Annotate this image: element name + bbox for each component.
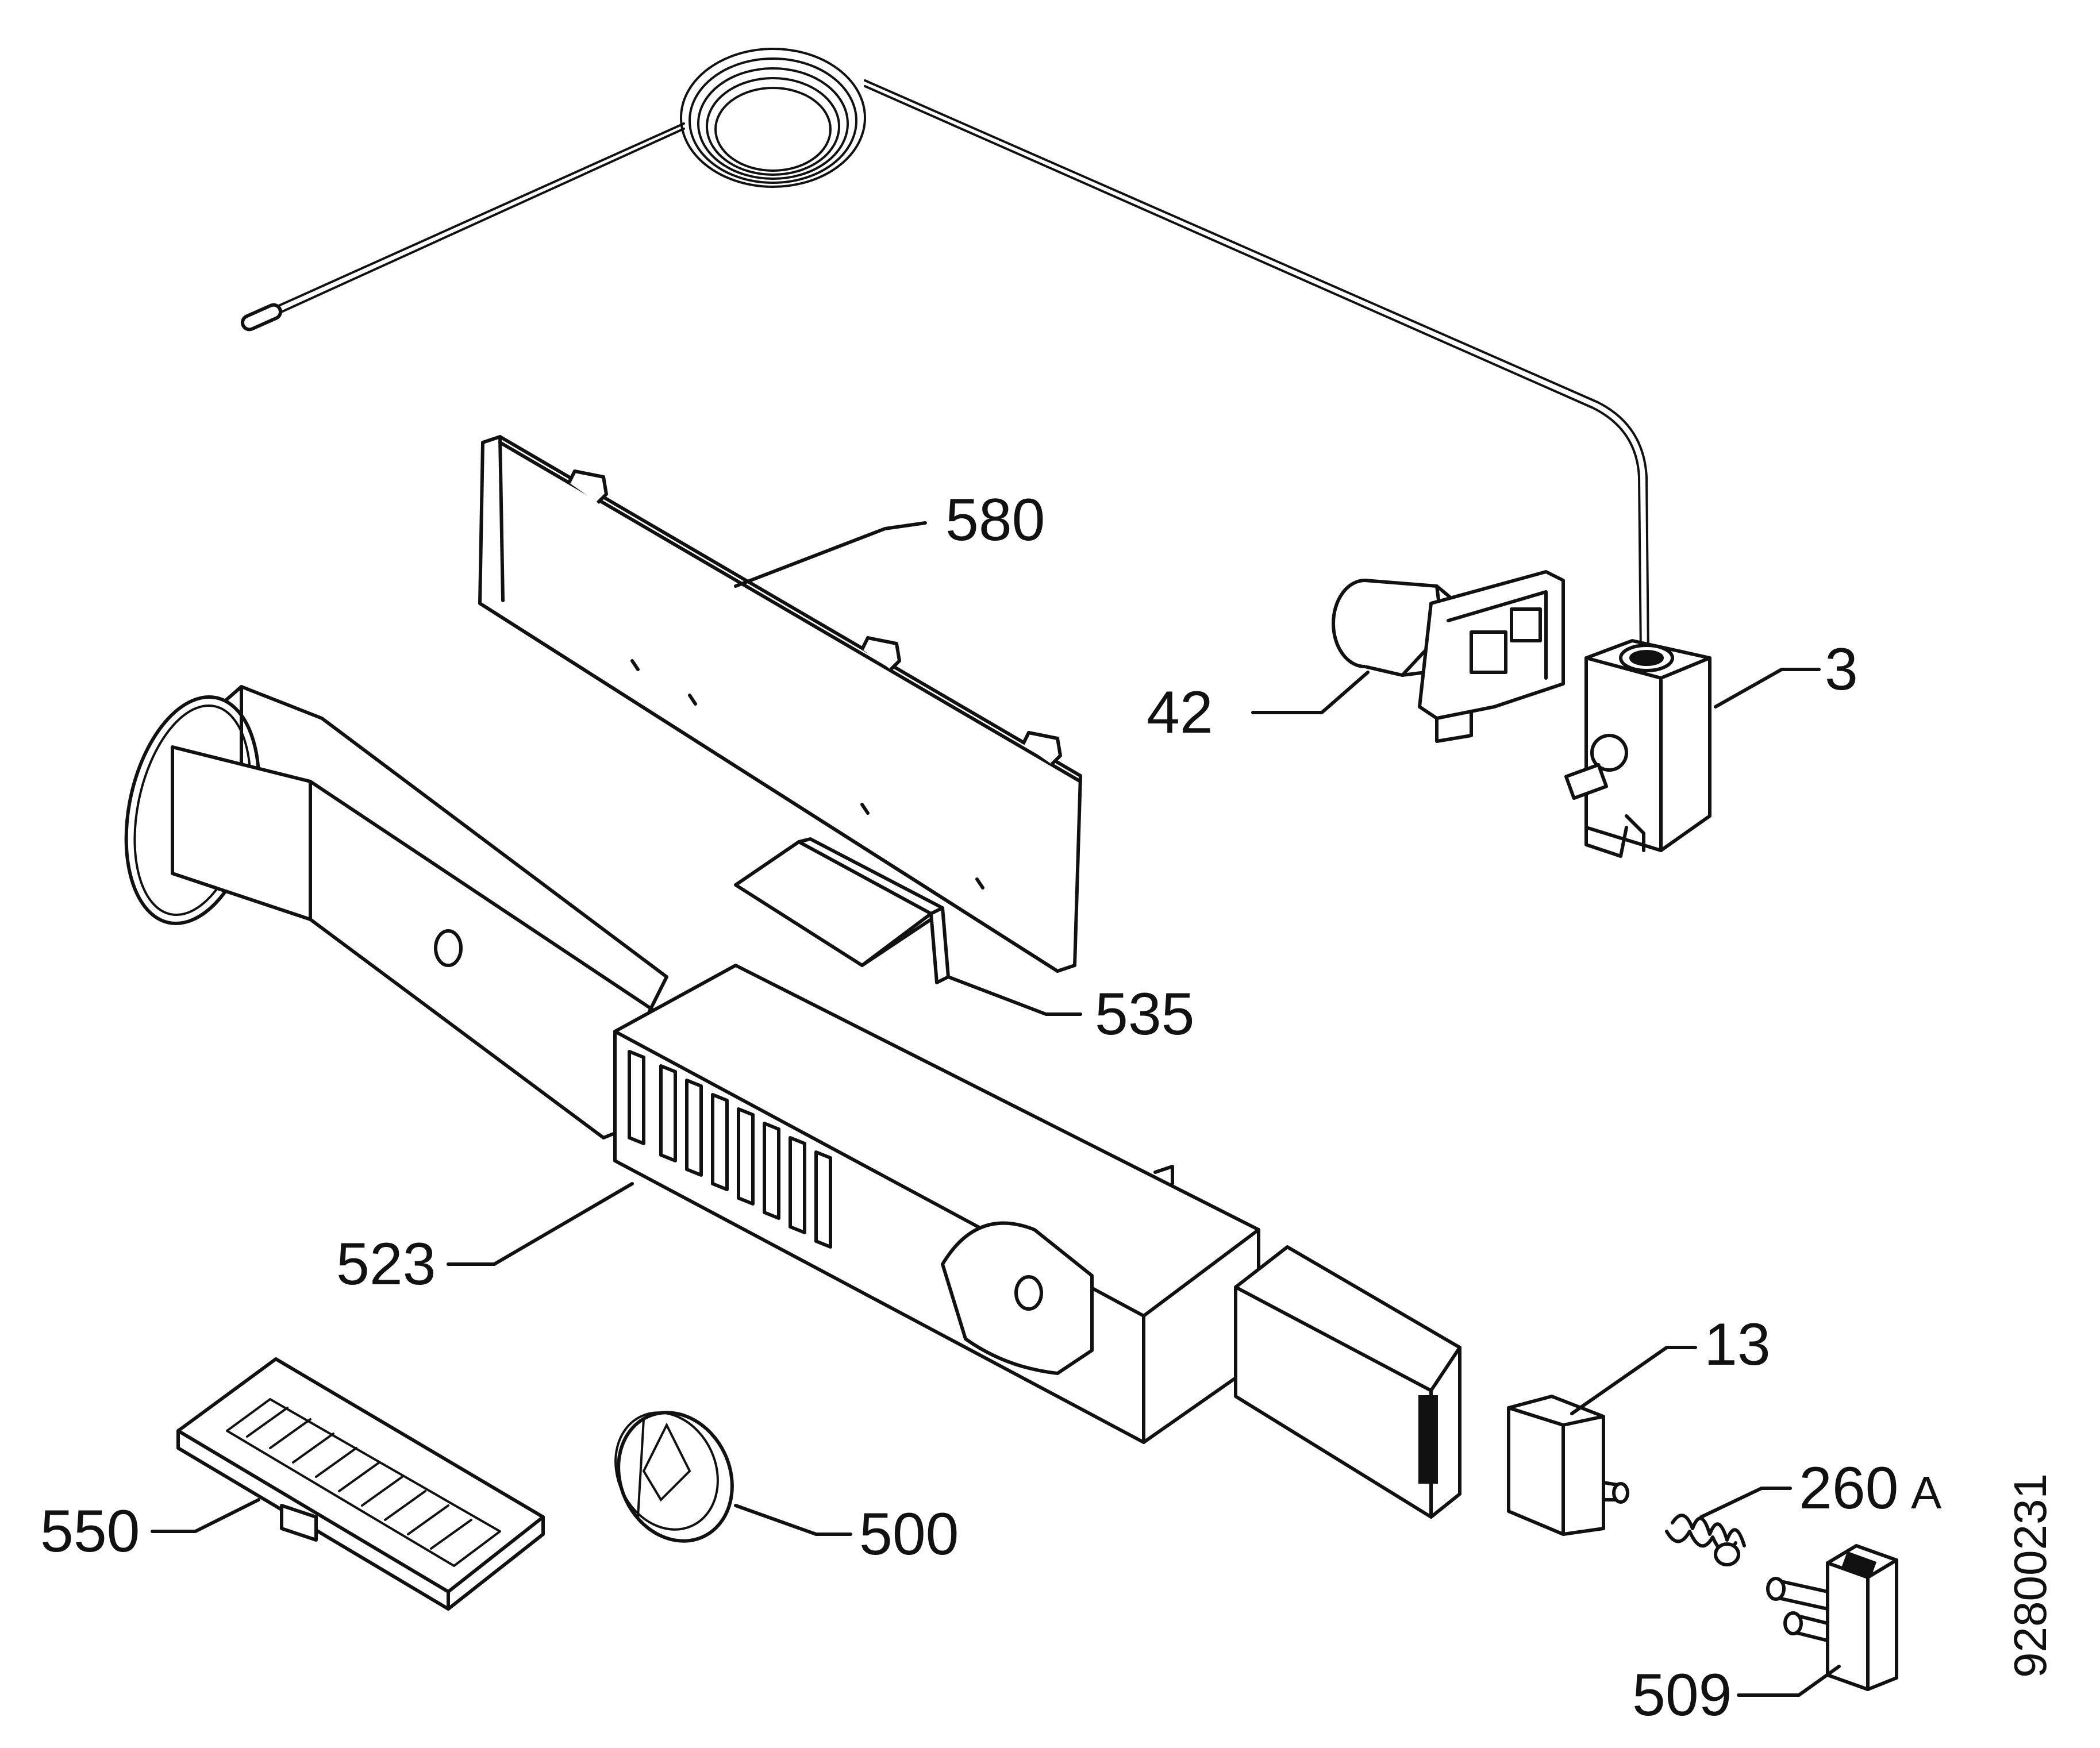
part-42-lamp-holder (1332, 570, 1565, 743)
part-580-cover-panel (478, 435, 1082, 973)
part-3-thermostat (240, 48, 1711, 858)
label-260: 260 (1799, 1455, 1899, 1522)
label-580: 580 (945, 487, 1045, 553)
label-523: 523 (336, 1231, 436, 1297)
part-500-knob (614, 1411, 734, 1543)
capillary-sensor-tube (255, 122, 685, 317)
capillary-line (864, 79, 1649, 656)
label-509: 509 (1632, 1662, 1732, 1728)
label-260-suffix: A (1911, 1467, 1942, 1518)
label-500: 500 (859, 1501, 959, 1568)
part-535-plate (734, 837, 950, 984)
label-550: 550 (40, 1498, 140, 1565)
part-509-actuator (1766, 1544, 1898, 1691)
callout-labels: 580 42 3 535 523 13 260 A 550 500 509 92… (40, 487, 2056, 1728)
housing-grille (628, 1050, 832, 1249)
part-13-switch (1507, 1395, 1629, 1536)
label-42: 42 (1147, 679, 1213, 746)
label-3: 3 (1825, 636, 1858, 703)
capillary-coil (680, 48, 866, 188)
leader-lines (151, 521, 1841, 1697)
label-535: 535 (1095, 981, 1195, 1048)
part-550-grille (176, 1357, 545, 1611)
part-523-housing (124, 685, 1461, 1519)
part-260a-spring (1665, 1514, 1746, 1566)
reference-number: 92800231 (2005, 1473, 2056, 1678)
label-13: 13 (1704, 1311, 1771, 1378)
